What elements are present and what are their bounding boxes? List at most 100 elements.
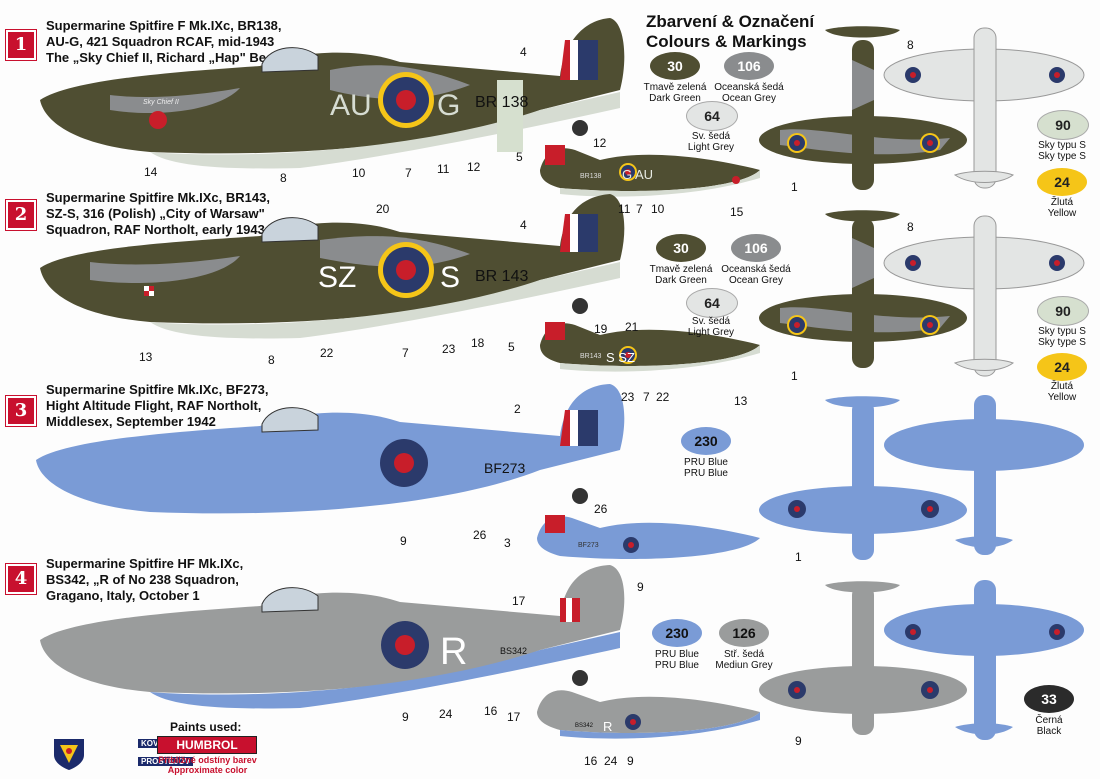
callout: 9 [637,580,644,594]
s3-small-serial: BF273 [578,542,599,549]
callout: 24 [604,754,618,768]
callout: 19 [594,322,608,336]
scheme-3-badge: 3 [5,395,37,427]
callout: 8 [907,220,914,234]
s2-profile-fuselage [40,194,625,339]
s2-code-left: SZ [318,261,356,294]
callout: 11 [437,162,450,176]
chip-30-s2: 30 [656,234,706,262]
callout: 12 [467,160,481,174]
callout: 23 [621,390,635,404]
s1-nose-art: Sky Chief II [143,99,179,106]
s4-top-view [759,581,967,735]
callout: 7 [402,346,409,360]
chip-106-s1: 106 [724,52,774,80]
callout: 22 [320,346,334,360]
callout: 12 [593,136,607,150]
s1-small-code: G AU [622,167,653,182]
callout: 1 [795,550,802,564]
s3-top-view [759,396,967,560]
s3-under-view [884,395,1084,555]
s4-small-code: R [603,719,612,734]
s4-profile-fuselage [40,565,625,709]
s4-small-serial: BS342 [575,723,594,729]
callout: 14 [144,165,158,179]
callout: 10 [352,166,366,180]
scheme-3-title: Supermarine Spitfire Mk.IXc, BF273,Hight… [46,382,269,429]
callout: 1 [791,369,798,383]
s2-top-view [759,210,967,368]
s1-small-serial: BR138 [580,173,602,180]
callout: 8 [907,38,914,52]
callout: 5 [516,150,523,164]
chip-64-s1: 64 [686,101,738,131]
scheme-2-badge: 2 [5,199,37,231]
chip-230-s3: 230 [681,427,731,455]
chip-30-s1: 30 [650,52,700,80]
callout: 13 [734,394,748,408]
callout: 23 [442,342,456,356]
callout: 4 [520,218,527,232]
callout: 7 [405,166,412,180]
callout: 7 [636,202,643,216]
chip-90-s2: 90 [1037,296,1089,326]
s3-serial: BF273 [484,460,525,476]
s1-code-left: AU [330,89,372,122]
s1-serial: BR 138 [475,94,528,111]
kovozavody-logo: KOVOZÁVODY PROSTĚJOV [52,737,201,771]
s4-serial: BS342 [500,646,527,656]
callout: 1 [791,180,798,194]
humbrol-logo: HUMBROL [157,736,257,754]
callout: 17 [512,594,526,608]
scheme-1-badge: 1 [5,29,37,61]
callout: 7 [643,390,650,404]
callout: 10 [651,202,665,216]
s1-code-right: G [437,89,460,122]
callout: 9 [795,734,802,748]
s4-under-view [884,580,1084,740]
chip-126-s4: 126 [719,619,769,647]
chip-230-s4: 230 [652,619,702,647]
callout: 24 [439,707,453,721]
callout: 13 [139,350,153,364]
callout: 9 [627,754,634,768]
s2-under-view [883,215,1085,377]
callout: 26 [594,502,608,516]
callout: 8 [280,171,287,185]
callout: 8 [268,353,275,367]
callout: 5 [508,340,515,354]
s1-top-view [759,26,967,190]
callout: 9 [400,534,407,548]
callout: 9 [402,710,409,724]
callout: 15 [730,205,744,219]
s2-serial: BR 143 [475,268,528,285]
scheme-2-title: Supermarine Spitfire Mk.IXc, BR143,SZ-S,… [46,190,270,237]
callout: 22 [656,390,670,404]
s4-small-profile [537,690,760,739]
s2-small-serial: BR143 [580,353,602,360]
kovozavody-emblem-icon [54,739,84,770]
callout: 18 [471,336,485,350]
callout: 20 [376,202,390,216]
scheme-4-title: Supermarine Spitfire HF Mk.IXc,BS342, „R… [46,556,244,603]
s2-small-code: S SZ [606,350,635,365]
s1-small-profile [540,145,760,197]
chip-33-s4: 33 [1024,685,1074,713]
callout: 2 [514,402,521,416]
chip-64-s2: 64 [686,288,738,318]
s3-profile-fuselage [36,384,625,514]
